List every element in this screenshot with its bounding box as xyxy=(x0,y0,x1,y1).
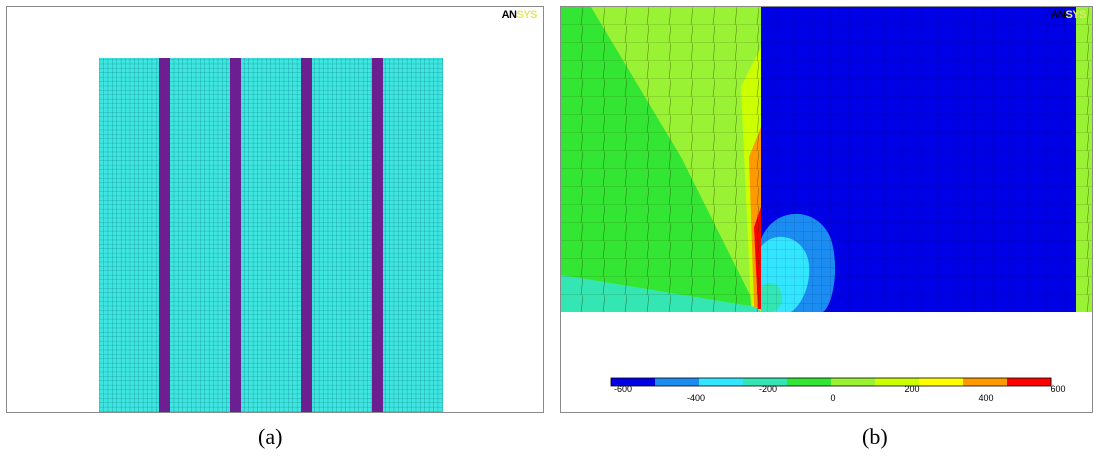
legend-tick-label: 600 xyxy=(1050,384,1066,394)
legend-tick-label: -200 xyxy=(758,384,778,394)
fiber-strip-1 xyxy=(159,58,170,412)
mesh-figure-a xyxy=(99,58,443,412)
legend-tick-label: -600 xyxy=(613,384,633,394)
fine-mesh-right xyxy=(761,7,1076,312)
legend-swatch xyxy=(875,378,920,386)
legend-tick-label: -400 xyxy=(686,393,706,403)
legend-swatch xyxy=(611,378,656,386)
caption-a: (a) xyxy=(258,424,283,449)
fiber-strip-2 xyxy=(230,58,241,412)
ansys-logo-a: ANSYS xyxy=(501,9,538,21)
color-legend-bar xyxy=(610,377,1052,387)
stress-contour-figure xyxy=(561,7,1092,387)
legend-swatch xyxy=(1007,378,1052,386)
fiber-strip-4 xyxy=(372,58,383,412)
legend-swatch xyxy=(787,378,832,386)
legend-swatch xyxy=(919,378,964,386)
legend-swatch xyxy=(963,378,1008,386)
ansys-logo-b: ANSYS xyxy=(1050,9,1087,21)
matrix-mesh xyxy=(99,58,443,412)
legend-swatch xyxy=(699,378,744,386)
fiber-strip-3 xyxy=(301,58,312,412)
legend-frame xyxy=(610,377,1052,387)
legend-tick-label: 400 xyxy=(978,393,994,403)
stress-panel-b: ANSYS xyxy=(560,6,1093,413)
mesh-panel-a: ANSYS xyxy=(6,6,544,413)
legend-tick-label: 200 xyxy=(904,384,920,394)
coarse-mesh-left xyxy=(561,7,761,312)
coarse-mesh-right-edge xyxy=(1076,7,1092,312)
legend-swatch xyxy=(655,378,700,386)
caption-b: (b) xyxy=(862,424,888,449)
legend-swatch xyxy=(743,378,788,386)
legend-tick-label: 0 xyxy=(830,393,836,403)
legend-swatch xyxy=(831,378,876,386)
